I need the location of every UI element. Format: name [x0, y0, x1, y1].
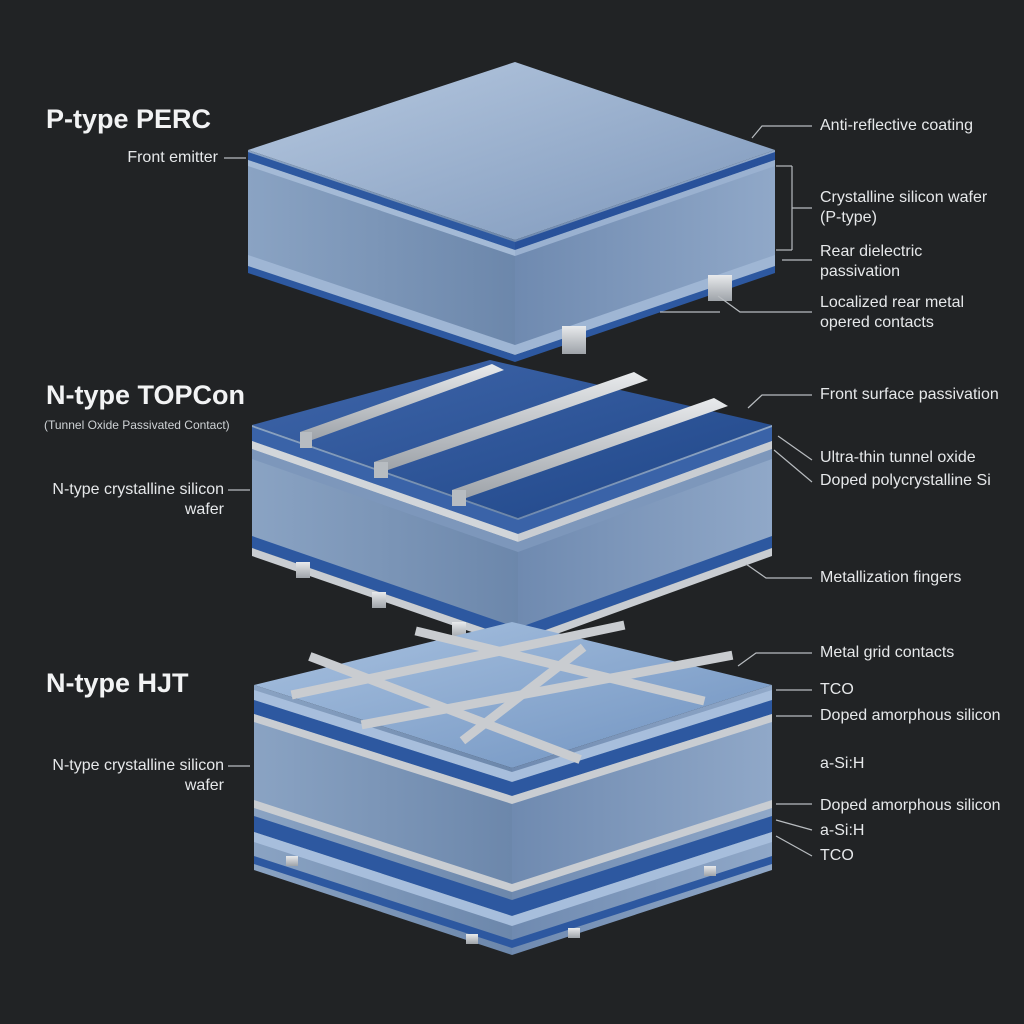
hjt-tco-bottom-label: TCO [820, 847, 854, 864]
hjt-wafer-label: N-type crystalline silicon wafer [52, 757, 224, 794]
perc-top-face [248, 62, 775, 240]
perc-front-emitter-label: Front emitter [127, 149, 218, 166]
topcon-subtitle: (Tunnel Oxide Passivated Contact) [44, 418, 230, 432]
hjt-tco-bottom [254, 832, 512, 926]
perc-rear-dielectric-label: Rear dielectric passivation [820, 243, 923, 280]
perc-arc-label: Anti-reflective coating [820, 117, 973, 134]
perc-rear-contacts-label: Localized rear metal opered contacts [820, 294, 965, 331]
topcon-wafer-label: N-type crystalline silicon wafer [52, 481, 224, 518]
perc-right-side [515, 150, 775, 355]
hjt-tco-top-label: TCO [820, 681, 854, 698]
topcon-fingers-label: Metallization fingers [820, 569, 962, 586]
perc-left-side [248, 150, 515, 355]
hjt-doped-a-si-bottom-label: Doped amorphous silicon [820, 797, 1001, 814]
hjt-doped-a-si-top [254, 700, 512, 796]
perc-title: P-type PERC [46, 104, 212, 134]
topcon-tunnel-oxide [252, 441, 518, 542]
hjt-a-si-h-bottom [254, 800, 512, 892]
perc-rear-passivation [248, 255, 515, 355]
topcon-poly-si-label: Doped polycrystalline Si [820, 472, 991, 489]
hjt-grid-label: Metal grid contacts [820, 644, 955, 661]
hjt-title: N-type HJT [46, 668, 189, 698]
hjt-a-si-h-bottom-label: a-Si:H [820, 822, 865, 839]
hjt-doped-a-si-top-label: Doped amorphous silicon [820, 707, 1001, 724]
hjt-tco-top [254, 690, 512, 782]
topcon-title: N-type TOPCon [46, 380, 246, 410]
topcon-poly-si [252, 449, 518, 552]
hjt-cell [254, 620, 772, 955]
topcon-tunnel-oxide-label: Ultra-thin tunnel oxide [820, 449, 976, 466]
leader-lines [224, 125, 813, 857]
perc-rear-contact [708, 275, 732, 301]
topcon-top-face [252, 360, 772, 518]
hjt-metal-grid [290, 620, 734, 764]
topcon-cell [252, 360, 772, 648]
hjt-a-si-h-top [254, 714, 512, 804]
topcon-finger [452, 398, 728, 498]
perc-cell [248, 62, 775, 362]
topcon-finger [300, 364, 504, 440]
perc-rear-contact [562, 326, 586, 354]
perc-wafer-label: Crystalline silicon wafer (P-type) [820, 189, 988, 226]
hjt-a-si-h-top-label: a-Si:H [820, 755, 865, 772]
perc-emitter-band [248, 152, 515, 250]
hjt-doped-a-si-bottom [254, 816, 512, 916]
topcon-front-passivation-label: Front surface passivation [820, 386, 999, 403]
topcon-finger [374, 372, 648, 470]
